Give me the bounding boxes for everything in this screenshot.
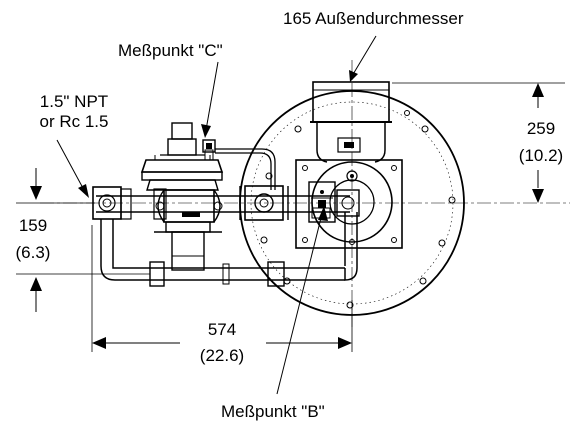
dimension-259 — [392, 82, 565, 203]
dimension-159-imperial: (6.3) — [16, 243, 51, 262]
label-test-point-b: Meßpunkt "B" — [221, 402, 325, 421]
blower-housing — [310, 81, 392, 163]
dimension-574 — [91, 225, 353, 352]
leader-test-point-c — [201, 61, 219, 138]
label-test-point-c: Meßpunkt "C" — [118, 41, 223, 60]
label-outer-diameter: 165 Außendurchmesser — [283, 9, 464, 28]
dimension-259-value: 259 — [527, 119, 555, 138]
label-connection-line1: 1.5" NPT — [40, 92, 108, 111]
test-point-c-fitting — [202, 139, 276, 190]
pressure-regulator — [140, 122, 224, 191]
dimension-574-imperial: (22.6) — [200, 346, 244, 365]
burner-housing — [295, 159, 403, 249]
leader-connection — [56, 139, 89, 198]
label-connection-line2: or Rc 1.5 — [40, 112, 109, 131]
dimension-574-value: 574 — [208, 320, 236, 339]
dimension-159 — [16, 168, 150, 312]
dimension-159-value: 159 — [19, 216, 47, 235]
leader-outer-diameter — [349, 35, 377, 82]
leader-test-point-b — [276, 206, 328, 395]
center-lines — [40, 60, 570, 330]
main-valve-body — [154, 189, 223, 271]
dimension-259-imperial: (10.2) — [519, 146, 563, 165]
